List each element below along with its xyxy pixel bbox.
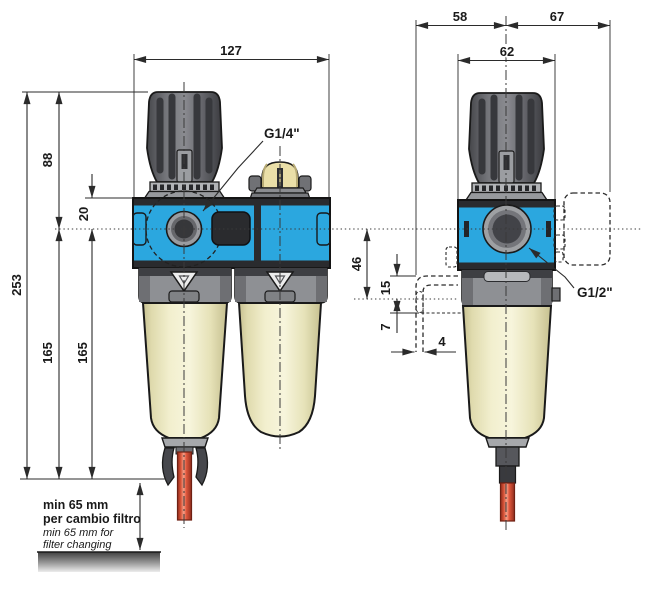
bowl-collar-side — [461, 269, 561, 307]
knob-flutes — [478, 94, 535, 181]
dim-bracket-hole-to-bottom: 7 — [377, 299, 401, 333]
dim-knob-top-to-port: 88 — [39, 92, 63, 229]
drain-wing-right — [195, 447, 209, 487]
dim-text: 15 — [378, 281, 393, 295]
filter-drain-assembly — [161, 437, 209, 521]
body-bottom-strip — [134, 260, 329, 267]
dim-bracket-hole-to-top: 15 — [377, 254, 401, 297]
dim-text: 46 — [349, 257, 364, 271]
dim-text: 88 — [40, 153, 55, 167]
drain-wing-left — [161, 447, 175, 487]
knob-ratchet-ticks — [153, 184, 214, 190]
body-notch-right — [316, 212, 331, 246]
dim-text: 253 — [9, 274, 24, 296]
dim-body-top-to-port: 20 — [75, 174, 96, 223]
dim-port-to-bracket-hole: 46 — [348, 229, 371, 299]
body-divider — [254, 199, 261, 267]
port-label-g14: G1/4" — [202, 125, 301, 212]
dim-text: 67 — [550, 9, 564, 24]
clearance-note: min 65 mm per cambio filtro min 65 mm fo… — [43, 498, 141, 551]
dim-text: 165 — [75, 342, 90, 364]
body-notch-left — [132, 212, 147, 246]
dim-text: 62 — [500, 44, 514, 59]
filter-bowl-side — [461, 305, 553, 439]
drain-ring — [161, 437, 209, 448]
ground-hatch — [37, 551, 161, 572]
dim-text: 20 — [76, 207, 91, 221]
dim-port-to-bottom-b: 165 — [74, 229, 96, 479]
drain-body-lower — [498, 465, 517, 484]
collar-shade-left — [462, 278, 473, 306]
filter-bowl-collar — [138, 267, 232, 304]
drain-ring — [485, 437, 530, 448]
port-label-text: G1/4" — [264, 126, 300, 141]
dim-port-to-bottom-a: 165 — [39, 229, 63, 479]
knob-flutes — [156, 93, 213, 180]
collar-shade-left — [235, 276, 246, 302]
port-label-text: G1/2" — [577, 285, 613, 300]
port-label-g12: G1/2" — [528, 247, 614, 302]
hidden-outline-mounting-bracket — [415, 246, 461, 352]
right-view-filter-regulator — [415, 92, 611, 522]
collar-shade-right — [541, 278, 552, 306]
body-top-strip — [134, 199, 329, 206]
dim-text: 58 — [453, 9, 467, 24]
inlet-port-g12 — [482, 204, 532, 254]
dome-shade-right — [292, 163, 298, 187]
collar-shade-right — [316, 276, 327, 302]
collar-shade-left — [139, 276, 150, 302]
lubricator-bowl-collar — [234, 267, 328, 304]
dim-bracket-slot-width: 4 — [391, 333, 456, 356]
dim-text: 127 — [220, 43, 242, 58]
dim-text: 4 — [438, 334, 446, 349]
knob-ratchet-ticks — [475, 185, 536, 191]
bracket-slot-hole — [415, 291, 424, 313]
ground-bar — [38, 552, 160, 572]
collar-shade-right — [220, 276, 231, 302]
collar-side-tab — [551, 287, 561, 302]
filter-bowl — [141, 302, 229, 439]
body-bottom-strip — [459, 262, 554, 269]
body-slot-left — [464, 221, 469, 237]
drain-body-upper — [495, 446, 520, 467]
drain-assembly-side — [485, 437, 530, 522]
centerlines — [55, 16, 643, 530]
drain-tube-red — [499, 482, 516, 522]
collar-top-insert — [483, 271, 531, 282]
dim-total-height: 253 — [8, 92, 31, 479]
note-line-it-2: per cambio filtro — [43, 512, 141, 526]
dimensions: 127 58 67 62 253 88 20 — [8, 8, 614, 550]
dim-side-body-width: 62 — [458, 43, 555, 65]
dim-back-to-axis: 58 — [416, 8, 506, 30]
note-line-en-1: min 65 mm for — [43, 527, 115, 539]
note-line-it-1: min 65 mm — [43, 498, 108, 512]
gauge-port-plug — [211, 211, 251, 246]
dim-axis-to-front: 67 — [506, 8, 610, 30]
regulator-body-side — [457, 199, 556, 271]
body-slot-right — [546, 221, 551, 237]
dim-text: 165 — [40, 342, 55, 364]
dim-text: 7 — [378, 323, 393, 330]
dome-shade-left — [262, 163, 268, 187]
left-view-frl-assembly — [132, 91, 331, 521]
dim-left-body-width: 127 — [134, 42, 329, 64]
note-line-en-2: filter changing — [43, 539, 112, 551]
